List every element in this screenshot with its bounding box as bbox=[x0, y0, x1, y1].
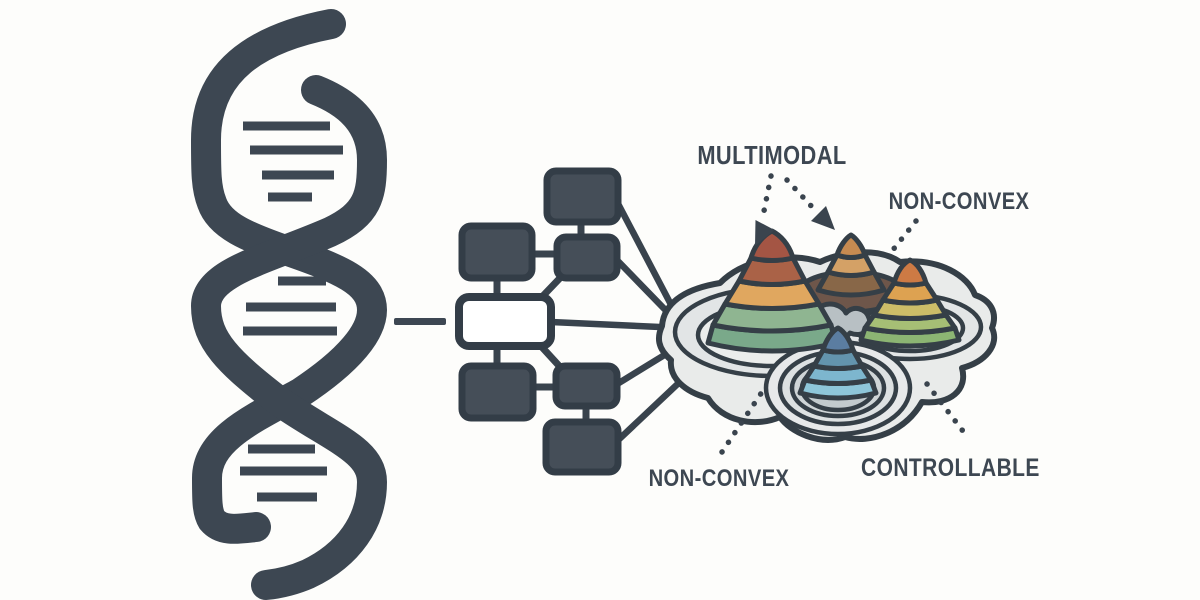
network-box-upper-left bbox=[458, 222, 536, 282]
label-non-convex-bottom: NON-CONVEX bbox=[648, 465, 790, 492]
dotted-arrow-icons bbox=[719, 173, 972, 455]
network-boxes bbox=[455, 167, 622, 476]
network-box-top bbox=[543, 167, 622, 226]
dna-helix-icon bbox=[190, 9, 388, 600]
network-box-lower-mid bbox=[552, 362, 621, 410]
network-box-lower-left bbox=[458, 362, 537, 422]
label-non-convex-top: NON-CONVEX bbox=[888, 188, 1030, 215]
basin-blue-cone bbox=[797, 325, 879, 401]
dna-network-connector-dash bbox=[394, 318, 446, 325]
fitness-landscape-icon bbox=[655, 228, 998, 443]
multimodal-dotted-line-right bbox=[784, 177, 817, 212]
multimodal-dotted-line-left bbox=[759, 173, 774, 224]
label-multimodal: MULTIMODAL bbox=[697, 140, 847, 170]
peak-top bbox=[815, 232, 887, 298]
dna-strand-a bbox=[190, 9, 388, 544]
dna-rungs bbox=[240, 121, 343, 502]
network-box-upper-mid bbox=[553, 233, 621, 282]
label-controllable: CONTROLLABLE bbox=[861, 454, 1040, 482]
peak-right bbox=[858, 257, 962, 349]
nonconvex-bottom-dotted-line bbox=[719, 389, 765, 455]
network-box-bottom bbox=[542, 418, 622, 476]
multimodal-arrowhead-left bbox=[755, 220, 775, 246]
controllable-dotted-line bbox=[924, 381, 972, 442]
nonconvex-top-dotted-line bbox=[885, 218, 919, 259]
multimodal-arrowhead-right bbox=[811, 206, 835, 230]
dna-strand-b bbox=[190, 75, 388, 600]
network-box-center-highlighted bbox=[455, 293, 555, 350]
